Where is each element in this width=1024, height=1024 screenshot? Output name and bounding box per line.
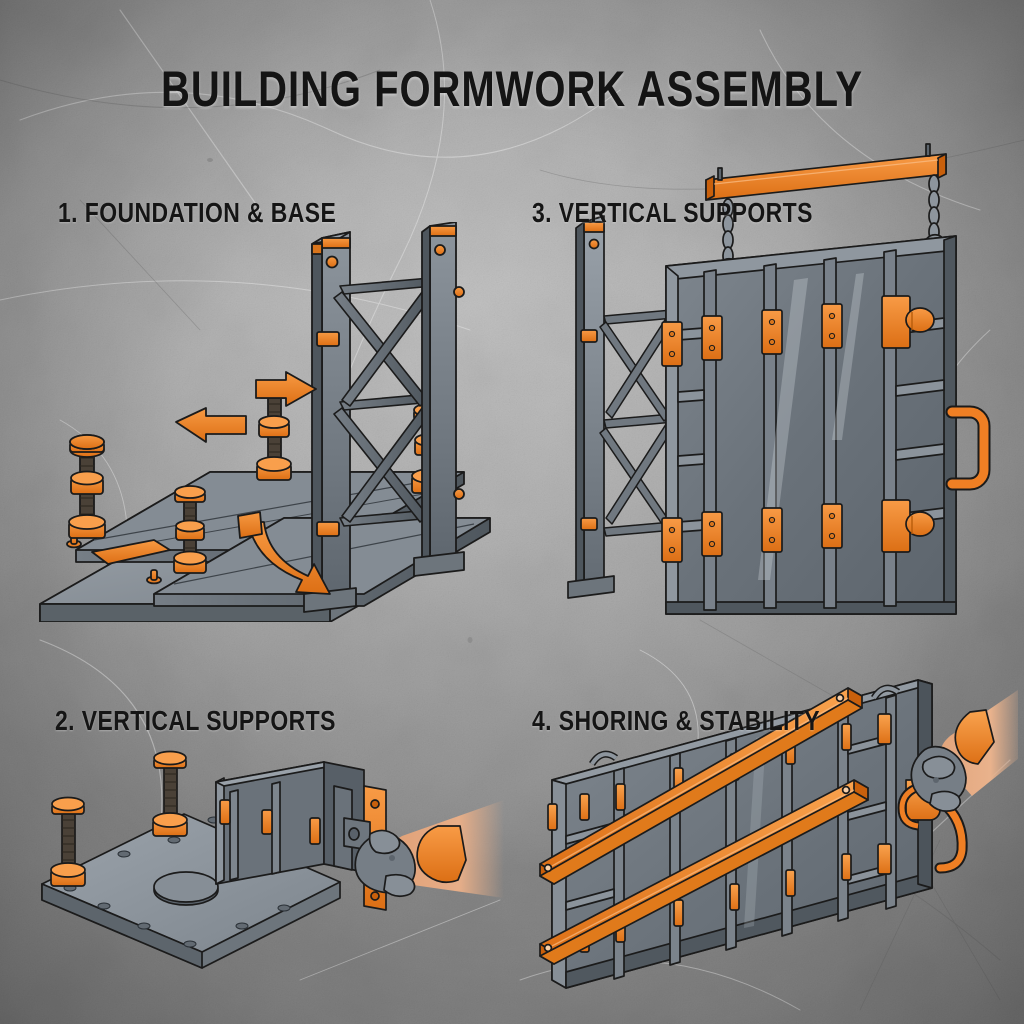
vertical-column-right <box>413 222 465 577</box>
shoring-waler <box>539 779 869 965</box>
step-1-heading: 1. FOUNDATION & BASE <box>58 197 337 228</box>
screw-jack <box>50 750 188 887</box>
arrow-right-icon <box>255 371 317 407</box>
glove-hand-icon <box>354 800 504 898</box>
arrow-curve-down-icon <box>237 511 331 595</box>
glove-hand-icon <box>910 690 1018 812</box>
tie-nut <box>905 307 935 537</box>
step-2-heading: 2. VERTICAL SUPPORTS <box>55 705 336 736</box>
clamp-bolt <box>668 312 836 554</box>
formwork-panel <box>665 235 957 615</box>
step-3-illustration <box>556 140 996 630</box>
base-plate <box>41 813 341 969</box>
step-4-heading: 4. SHORING & STABILITY <box>532 705 820 736</box>
shim-plate <box>91 539 171 565</box>
step-3-heading: 3. VERTICAL SUPPORTS <box>532 197 813 228</box>
step-1-illustration <box>34 222 504 622</box>
step-2-illustration <box>34 738 524 998</box>
handle-icon <box>945 405 991 491</box>
panel-clamp <box>661 295 911 563</box>
spreader-beam <box>705 143 947 201</box>
step-4-illustration <box>518 676 1018 1006</box>
screw-jack <box>68 380 449 574</box>
shoring-waler <box>539 687 863 885</box>
page-title: BUILDING FORMWORK ASSEMBLY <box>161 61 863 117</box>
lattice-tower <box>567 215 677 599</box>
formwork-panel <box>215 761 365 885</box>
arrow-left-icon <box>175 407 247 443</box>
